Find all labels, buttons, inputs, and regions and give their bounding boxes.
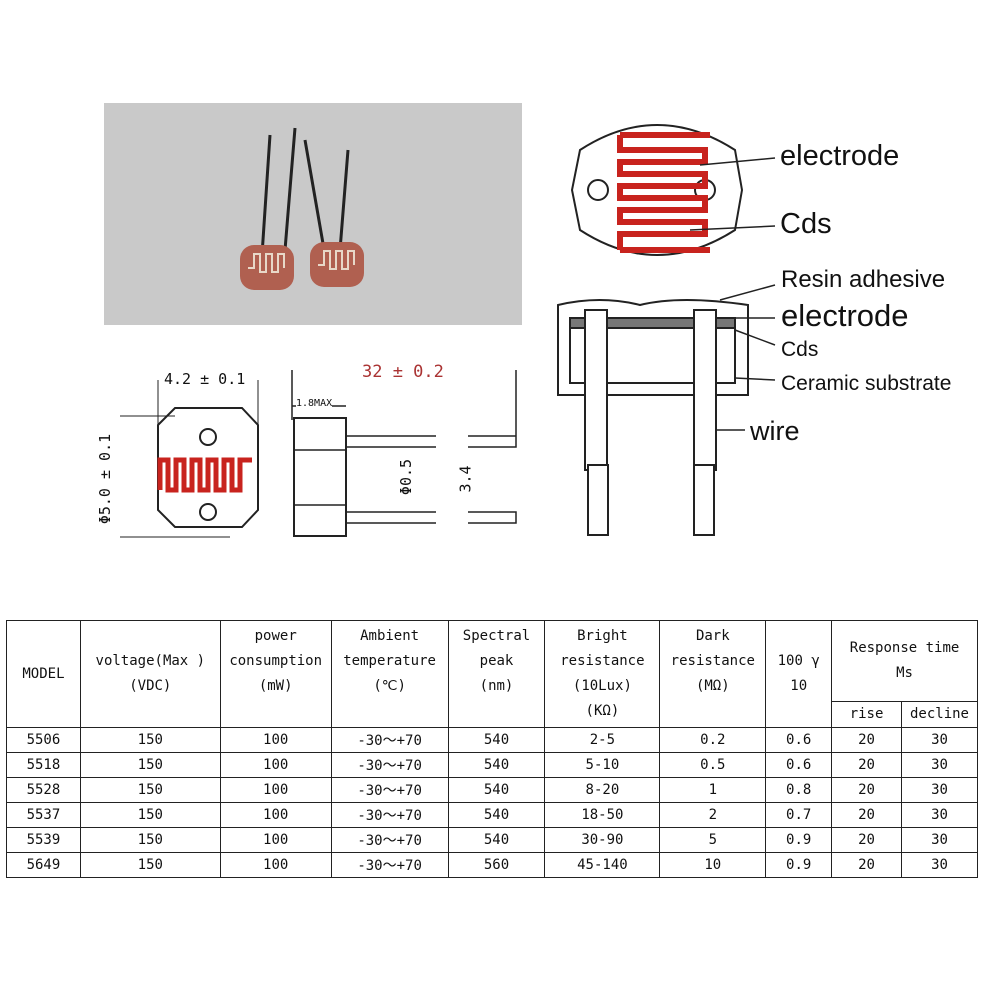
table-cell: 5539 xyxy=(6,827,81,853)
table-cell: 150 xyxy=(79,802,221,828)
label-cds-section: Cds xyxy=(781,338,819,361)
table-cell: 18-50 xyxy=(544,802,661,828)
dim-length: 32 ± 0.2 xyxy=(362,362,444,382)
label-electrode-section: electrode xyxy=(781,298,909,333)
table-cell: -30～+70 xyxy=(330,802,449,828)
table-cell: 20 xyxy=(831,727,902,753)
dim-lead: Φ0.5 xyxy=(397,458,416,496)
dim-diameter: Φ5.0 ± 0.1 xyxy=(96,433,115,525)
table-cell: -30～+70 xyxy=(330,727,449,753)
header-rise: rise xyxy=(831,701,902,728)
dimension-drawing xyxy=(120,370,517,538)
table-cell: 30 xyxy=(901,727,978,753)
label-electrode: electrode xyxy=(780,140,900,172)
table-cell: -30～+70 xyxy=(330,827,449,853)
dim-pitch: 3.4 xyxy=(456,465,475,493)
table-cell: 100 xyxy=(219,802,332,828)
table-cell: -30～+70 xyxy=(330,752,449,778)
table-cell: 540 xyxy=(447,777,546,803)
table-cell: 150 xyxy=(79,727,221,753)
header-model: MODEL xyxy=(6,620,81,728)
table-cell: 540 xyxy=(447,727,546,753)
table-cell: 150 xyxy=(79,777,221,803)
table-cell: 30 xyxy=(901,777,978,803)
table-cell: 2 xyxy=(659,802,767,828)
table-cell: 100 xyxy=(219,727,332,753)
table-cell: 150 xyxy=(79,827,221,853)
product-photo xyxy=(104,103,522,325)
table-cell: 150 xyxy=(79,852,221,878)
table-cell: 1 xyxy=(659,777,767,803)
table-cell: 5506 xyxy=(6,727,81,753)
header-voltage: voltage(Max )(VDC) xyxy=(79,620,221,728)
table-cell: 5649 xyxy=(6,852,81,878)
table-cell: 20 xyxy=(831,852,902,878)
table-cell: 540 xyxy=(447,802,546,828)
cross-section-diagram xyxy=(557,284,776,536)
label-ceramic-substrate: Ceramic substrate xyxy=(781,372,952,395)
table-cell: 30 xyxy=(901,852,978,878)
table-cell: 540 xyxy=(447,752,546,778)
table-cell: 20 xyxy=(831,802,902,828)
table-cell: 0.6 xyxy=(765,727,833,753)
table-cell: 8-20 xyxy=(544,777,661,803)
table-cell: 20 xyxy=(831,777,902,803)
table-cell: 5537 xyxy=(6,802,81,828)
table-cell: 5-10 xyxy=(544,752,661,778)
table-cell: 5528 xyxy=(6,777,81,803)
table-cell: 0.7 xyxy=(765,802,833,828)
table-cell: 5518 xyxy=(6,752,81,778)
table-cell: 100 xyxy=(219,827,332,853)
table-cell: -30～+70 xyxy=(330,777,449,803)
table-cell: 0.9 xyxy=(765,852,833,878)
top-view-diagram xyxy=(570,124,776,256)
table-cell: 100 xyxy=(219,752,332,778)
table-cell: -30～+70 xyxy=(330,852,449,878)
table-cell: 5 xyxy=(659,827,767,853)
table-cell: 30 xyxy=(901,752,978,778)
dim-thickness: 1.8MAX xyxy=(296,398,333,409)
table-cell: 0.6 xyxy=(765,752,833,778)
table-cell: 0.5 xyxy=(659,752,767,778)
table-cell: 0.9 xyxy=(765,827,833,853)
label-cds: Cds xyxy=(780,208,832,240)
table-cell: 100 xyxy=(219,852,332,878)
table-cell: 540 xyxy=(447,827,546,853)
label-wire: wire xyxy=(750,416,800,446)
dim-width: 4.2 ± 0.1 xyxy=(164,370,246,388)
table-cell: 560 xyxy=(447,852,546,878)
header-decline: decline xyxy=(901,701,978,728)
label-resin-adhesive: Resin adhesive xyxy=(781,266,946,293)
table-cell: 45-140 xyxy=(544,852,661,878)
table-cell: 30 xyxy=(901,827,978,853)
table-cell: 20 xyxy=(831,827,902,853)
table-cell: 30 xyxy=(901,802,978,828)
table-cell: 0.2 xyxy=(659,727,767,753)
table-cell: 20 xyxy=(831,752,902,778)
table-cell: 150 xyxy=(79,752,221,778)
diagrams xyxy=(104,103,776,538)
table-subheader-row: rise decline xyxy=(7,701,978,728)
table-cell: 100 xyxy=(219,777,332,803)
table-cell: 10 xyxy=(659,852,767,878)
table-cell: 30-90 xyxy=(544,827,661,853)
table-cell: 2-5 xyxy=(544,727,661,753)
table-cell: 0.8 xyxy=(765,777,833,803)
